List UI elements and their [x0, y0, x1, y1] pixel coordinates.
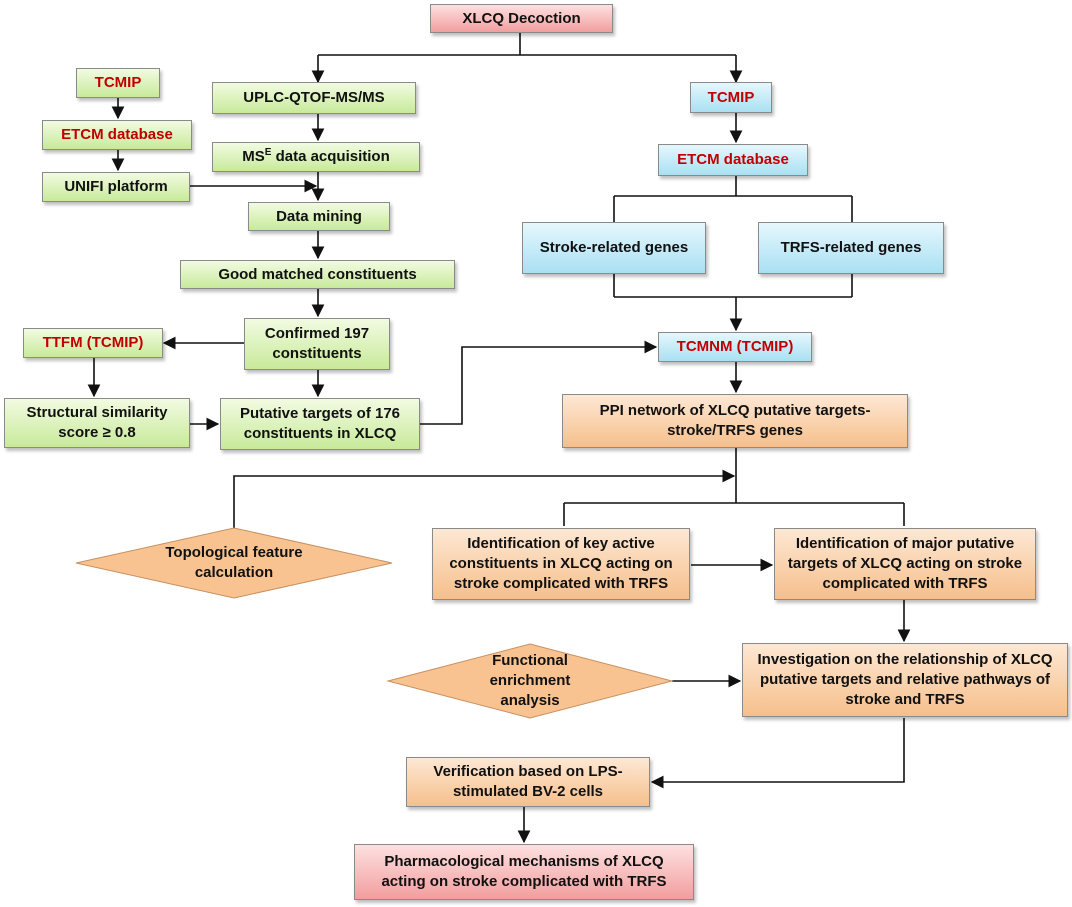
genes-merge — [613, 274, 853, 298]
verification-node: Verification based on LPS-stimulated BV-… — [406, 757, 650, 807]
trfs-genes-node: TRFS-related genes — [758, 222, 944, 274]
arrow-topological-loop — [233, 469, 736, 528]
topological-diamond — [75, 527, 393, 599]
mse-node: MSE data acquisition — [212, 142, 420, 172]
key-constituents-label: Identification of key active constituent… — [449, 535, 673, 592]
mechanisms-node: Pharmacological mechanisms of XLCQ actin… — [354, 844, 694, 900]
putative-176-node: Putative targets of 176 constituents in … — [220, 398, 420, 450]
unifi-node: UNIFI platform — [42, 172, 190, 202]
uplc-node: UPLC-QTOF-MS/MS — [212, 82, 416, 114]
ttfm-label: TTFM (TCMIP) — [42, 334, 144, 351]
split-line — [317, 32, 737, 82]
mse-superscript: E — [264, 147, 272, 158]
mse-label: MSE data acquisition — [242, 147, 390, 167]
ppi-split — [563, 448, 905, 526]
arrow-putative-to-tcmnm — [420, 340, 658, 425]
verification-label: Verification based on LPS-stimulated BV-… — [433, 763, 623, 800]
data-mining-label: Data mining — [276, 207, 362, 225]
major-targets-label: Identification of major putative targets… — [787, 535, 1023, 592]
tcmnm-label: TCMNM (TCMIP) — [676, 338, 794, 355]
left-etcm-node: ETCM database — [42, 120, 192, 150]
enrichment-diamond-label: Functional enrichment analysis — [489, 652, 571, 709]
ppi-network-label: PPI network of XLCQ putative targets-str… — [599, 402, 871, 439]
left-etcm-label: ETCM database — [61, 126, 173, 143]
ppi-network-node: PPI network of XLCQ putative targets-str… — [562, 394, 908, 448]
xlcq-decoction-label: XLCQ Decoction — [462, 9, 581, 27]
right-etcm-label: ETCM database — [677, 151, 789, 168]
confirmed-197-label: Confirmed 197 constituents — [264, 325, 370, 362]
confirmed-197-node: Confirmed 197 constituents — [244, 318, 390, 370]
good-matched-label: Good matched constituents — [218, 265, 417, 283]
left-tcmip-label: TCMIP — [94, 74, 142, 91]
trfs-genes-label: TRFS-related genes — [780, 239, 922, 256]
uplc-label: UPLC-QTOF-MS/MS — [243, 89, 385, 106]
left-tcmip-node: TCMIP — [76, 68, 160, 98]
stroke-genes-label: Stroke-related genes — [539, 239, 689, 256]
structural-similarity-node: Structural similarity score ≥ 0.8 — [4, 398, 190, 448]
right-tcmip-node: TCMIP — [690, 82, 772, 113]
right-etcm-node: ETCM database — [658, 144, 808, 176]
data-mining-node: Data mining — [248, 202, 390, 231]
investigation-label: Investigation on the relationship of XLC… — [757, 651, 1053, 708]
enrichment-diamond — [386, 643, 674, 719]
investigation-node: Investigation on the relationship of XLC… — [742, 643, 1068, 717]
right-tcmip-label: TCMIP — [707, 88, 755, 106]
mse-base-text: MS — [242, 148, 265, 165]
stroke-genes-node: Stroke-related genes — [522, 222, 706, 274]
mechanisms-label: Pharmacological mechanisms of XLCQ actin… — [381, 853, 667, 890]
unifi-label: UNIFI platform — [64, 178, 168, 195]
mse-rest-text: data acquisition — [271, 148, 390, 165]
arrow-investigation-to-verification — [650, 718, 905, 789]
xlcq-decoction-node: XLCQ Decoction — [430, 4, 613, 33]
structural-similarity-label: Structural similarity score ≥ 0.8 — [26, 404, 168, 441]
etcm-split — [613, 176, 853, 222]
topological-diamond-label: Topological feature calculation — [165, 544, 303, 581]
putative-176-label: Putative targets of 176 constituents in … — [239, 405, 401, 442]
major-targets-node: Identification of major putative targets… — [774, 528, 1036, 600]
key-constituents-node: Identification of key active constituent… — [432, 528, 690, 600]
ttfm-node: TTFM (TCMIP) — [23, 328, 163, 358]
tcmnm-node: TCMNM (TCMIP) — [658, 332, 812, 362]
good-matched-node: Good matched constituents — [180, 260, 455, 289]
